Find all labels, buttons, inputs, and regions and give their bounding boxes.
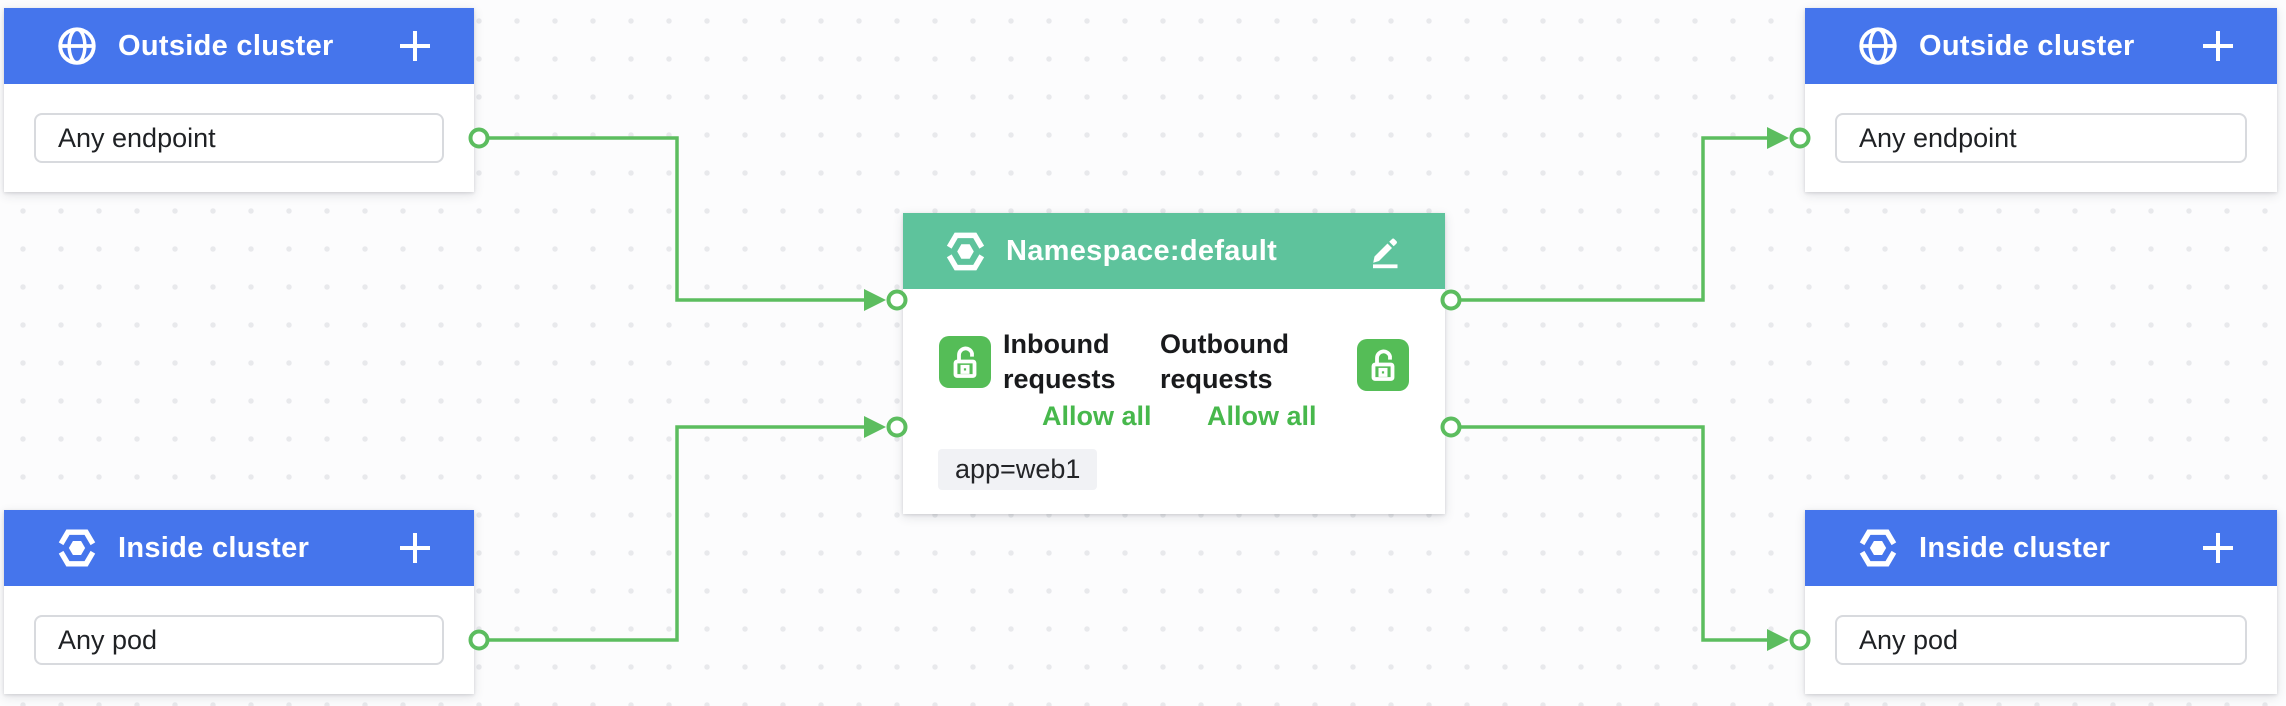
outbound-requests-label: Outbound requests — [1160, 329, 1289, 394]
edge-namespace-to-inside-right — [1451, 425, 1767, 642]
node-header: Inside cluster — [1805, 510, 2277, 586]
connector-ring[interactable] — [1440, 289, 1462, 311]
globe-icon — [58, 27, 96, 65]
inbound-policy-status: Allow all — [1042, 401, 1152, 431]
node-header: Namespace:default — [903, 213, 1445, 289]
add-endpoint-button[interactable] — [396, 27, 434, 65]
arrowhead-icon — [864, 289, 886, 311]
edge-namespace-to-outside-right — [1451, 136, 1767, 302]
node-header: Outside cluster — [1805, 8, 2277, 84]
globe-icon — [1859, 27, 1897, 65]
node-namespace-default: Namespace:default Inbound requests Allow… — [903, 213, 1445, 514]
node-outside-cluster-right: Outside cluster Any endpoint — [1805, 8, 2277, 192]
edit-pencil-icon[interactable] — [1367, 232, 1405, 270]
node-header: Inside cluster — [4, 510, 474, 586]
node-body: Any endpoint — [4, 84, 474, 192]
node-inside-cluster-right: Inside cluster Any pod — [1805, 510, 2277, 694]
arrowhead-icon — [864, 416, 886, 438]
pod-selector-chip: app=web1 — [938, 449, 1098, 490]
edge-inside-left-to-namespace — [479, 425, 864, 642]
lock-open-icon — [953, 346, 977, 378]
outbound-policy-status: Allow all — [1207, 401, 1317, 431]
lock-open-icon — [1371, 349, 1395, 381]
namespace-body: Inbound requests Allow all Outbound requ… — [903, 289, 1445, 514]
node-body: Any endpoint — [1805, 84, 2277, 192]
endpoint-item[interactable]: Any endpoint — [1835, 113, 2247, 163]
endpoint-item[interactable]: Any pod — [1835, 615, 2247, 665]
outbound-unlock-button[interactable] — [1357, 339, 1409, 391]
node-title: Outside cluster — [118, 29, 334, 62]
endpoint-item[interactable]: Any pod — [34, 615, 444, 665]
node-header: Outside cluster — [4, 8, 474, 84]
node-title: Inside cluster — [118, 531, 310, 564]
hexagon-cluster-icon — [1855, 525, 1901, 571]
add-endpoint-button[interactable] — [2199, 529, 2237, 567]
inbound-unlock-button[interactable] — [939, 336, 991, 388]
hexagon-cluster-icon — [942, 228, 989, 275]
namespace-title: Namespace:default — [1006, 234, 1278, 267]
connector-ring[interactable] — [1440, 416, 1462, 438]
node-inside-cluster-left: Inside cluster Any pod — [4, 510, 474, 694]
node-title: Outside cluster — [1919, 29, 2135, 62]
node-title: Inside cluster — [1919, 531, 2111, 564]
hexagon-cluster-icon — [54, 525, 100, 571]
inbound-requests-label: Inbound requests — [1003, 329, 1116, 394]
endpoint-item[interactable]: Any endpoint — [34, 113, 444, 163]
edge-outside-left-to-namespace — [479, 136, 864, 302]
arrowhead-icon — [1767, 629, 1789, 651]
node-body: Any pod — [1805, 586, 2277, 694]
node-outside-cluster-left: Outside cluster Any endpoint — [4, 8, 474, 192]
node-body: Any pod — [4, 586, 474, 694]
add-endpoint-button[interactable] — [2199, 27, 2237, 65]
arrowhead-icon — [1767, 127, 1789, 149]
add-endpoint-button[interactable] — [396, 529, 434, 567]
